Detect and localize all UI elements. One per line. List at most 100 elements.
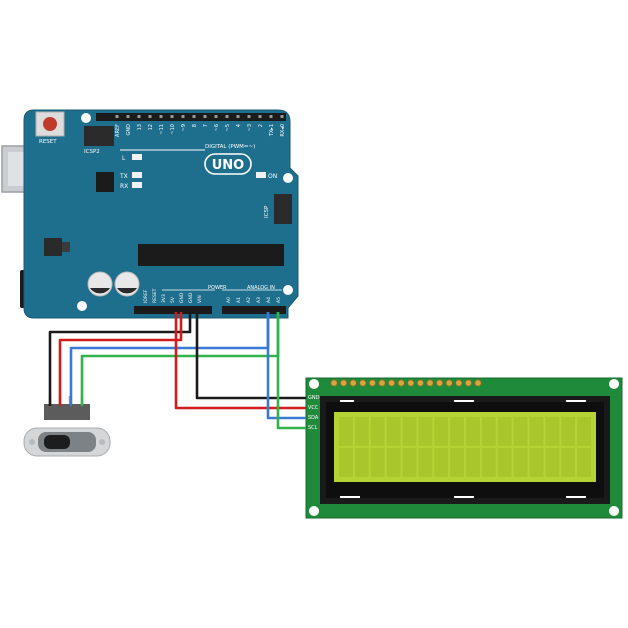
lcd-pin-label: GND bbox=[308, 395, 320, 401]
analog-pin-label: A2 bbox=[246, 297, 252, 303]
lcd-header-pads bbox=[330, 379, 482, 387]
uno-logo: UNO bbox=[212, 158, 245, 173]
sensor-header bbox=[44, 404, 90, 420]
mounting-hole bbox=[283, 285, 293, 295]
lcd-cell bbox=[450, 417, 464, 446]
digital-label: DIGITAL (PWM=~) bbox=[205, 144, 255, 150]
icsp-header bbox=[274, 194, 292, 224]
wires bbox=[48, 312, 306, 430]
lcd-pad bbox=[416, 379, 424, 387]
lcd-mounting-hole bbox=[309, 379, 319, 389]
usb-chip bbox=[96, 172, 114, 192]
lcd-cell bbox=[434, 448, 449, 477]
regulator-tab bbox=[62, 242, 70, 252]
tx-led-label: TX bbox=[119, 173, 128, 180]
digital-pin-label: ~9 bbox=[181, 124, 187, 131]
icsp2-header bbox=[84, 126, 114, 146]
analog-pin-label: A5 bbox=[276, 297, 282, 303]
lcd-pin-label: SDA bbox=[308, 415, 319, 421]
digital-pin bbox=[181, 115, 185, 118]
power-pin-label: IOREF bbox=[143, 289, 149, 303]
power-pin-label: RESET bbox=[152, 288, 158, 303]
digital-pin bbox=[280, 115, 284, 118]
lcd-mounting-hole bbox=[609, 379, 619, 389]
lcd-pad bbox=[330, 379, 338, 387]
lcd-cell bbox=[402, 417, 417, 446]
power-pin-label: GND bbox=[179, 292, 185, 303]
digital-pin-label: 8 bbox=[192, 124, 198, 127]
lcd-16x2-module: GND VCC SDA SCL bbox=[305, 377, 623, 519]
digital-pin-label: RX◂0 bbox=[280, 124, 286, 137]
lcd-cell bbox=[434, 417, 449, 446]
digital-pin bbox=[148, 115, 152, 118]
lcd-cell bbox=[339, 448, 353, 477]
digital-pin bbox=[159, 115, 163, 118]
wire-green-lcd-scl bbox=[276, 312, 306, 430]
lcd-pad bbox=[464, 379, 472, 387]
lcd-bezel-mark bbox=[566, 400, 586, 402]
lcd-cell bbox=[418, 417, 433, 446]
icsp-label: ICSP bbox=[264, 205, 270, 218]
lcd-pad bbox=[435, 379, 444, 387]
lcd-cell bbox=[386, 417, 401, 446]
lcd-cell bbox=[402, 448, 417, 477]
lcd-cell bbox=[577, 417, 591, 446]
digital-header bbox=[96, 113, 286, 121]
digital-pin bbox=[214, 115, 218, 118]
wire-blue-sensor bbox=[69, 312, 270, 406]
lcd-cell bbox=[466, 417, 480, 446]
analog-pin-label: A0 bbox=[226, 297, 232, 303]
sensor-screw bbox=[29, 439, 35, 445]
capacitor bbox=[87, 271, 113, 297]
digital-pin-label: 12 bbox=[148, 124, 154, 130]
lcd-cell bbox=[354, 417, 369, 446]
digital-pin bbox=[203, 115, 207, 118]
lcd-bezel-mark bbox=[454, 496, 474, 498]
lcd-pad bbox=[387, 379, 396, 387]
lcd-pad bbox=[445, 379, 453, 387]
mounting-hole bbox=[283, 173, 293, 183]
lcd-pin-label: SCL bbox=[308, 425, 318, 431]
power-label: POWER bbox=[208, 285, 227, 291]
rx-led bbox=[132, 182, 142, 188]
reset-button-cap[interactable] bbox=[43, 117, 57, 131]
digital-pin bbox=[126, 115, 130, 118]
digital-pin-label: ~11 bbox=[159, 124, 165, 135]
arduino-uno-board: RESET ICSP2 L TX RX UNO ON ICSP DIGITAL … bbox=[1, 109, 299, 319]
lcd-cell bbox=[339, 417, 353, 446]
digital-pin-label: TX▸1 bbox=[269, 124, 275, 137]
lcd-bezel-mark bbox=[340, 400, 354, 402]
digital-pin bbox=[137, 115, 141, 118]
lcd-mounting-hole bbox=[309, 506, 319, 516]
lcd-pad bbox=[426, 379, 434, 387]
digital-pin-label: 2 bbox=[258, 124, 264, 127]
power-header bbox=[134, 306, 212, 314]
lcd-pad bbox=[359, 379, 367, 387]
lcd-cell bbox=[561, 448, 576, 477]
power-pin-label: 3V3 bbox=[161, 294, 167, 303]
mounting-hole bbox=[77, 301, 87, 311]
on-led-label: ON bbox=[268, 173, 277, 180]
digital-pin bbox=[192, 115, 196, 118]
lcd-pin-label: VCC bbox=[308, 405, 319, 411]
lcd-pad bbox=[397, 379, 405, 387]
wire-black-lcd-gnd bbox=[195, 312, 306, 400]
lcd-cell bbox=[370, 417, 385, 446]
lcd-character-grid bbox=[339, 417, 591, 477]
digital-pin bbox=[247, 115, 251, 118]
sensor-window bbox=[44, 435, 70, 449]
lcd-cell bbox=[450, 448, 464, 477]
on-led bbox=[256, 172, 266, 178]
digital-pin-label: 4 bbox=[236, 124, 242, 127]
lcd-cell bbox=[545, 417, 560, 446]
l-led-label: L bbox=[122, 155, 126, 162]
lcd-cell bbox=[497, 448, 512, 477]
lcd-pad bbox=[378, 379, 386, 387]
digital-pin-label: ~10 bbox=[170, 124, 176, 135]
power-pin-label: 5V bbox=[170, 296, 176, 303]
lcd-pad bbox=[455, 379, 463, 387]
rx-led-label: RX bbox=[120, 183, 128, 190]
voltage-regulator bbox=[44, 238, 62, 256]
digital-pin bbox=[170, 115, 174, 118]
